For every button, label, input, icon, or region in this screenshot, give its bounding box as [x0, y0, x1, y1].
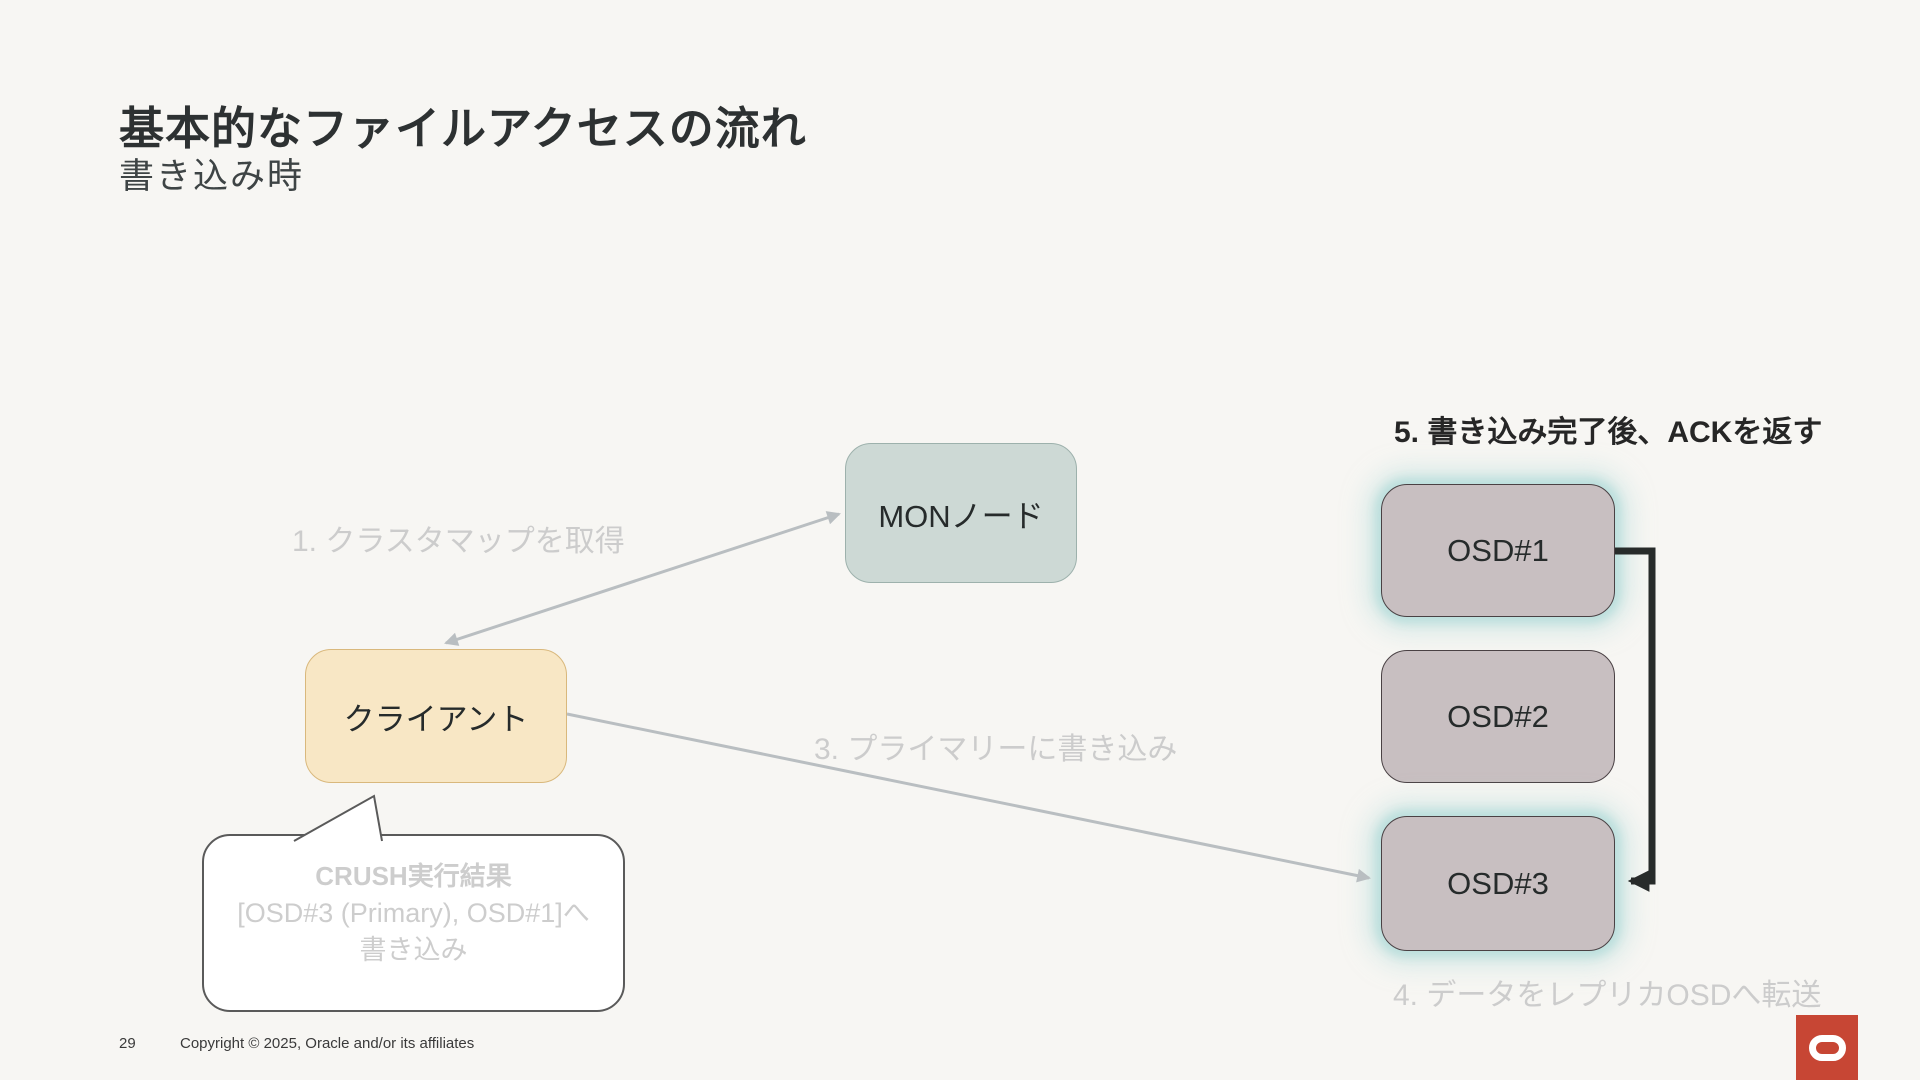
node-osd1-label: OSD#1: [1447, 532, 1549, 568]
step-label-5: 5. 書き込み完了後、ACKを返す: [1394, 416, 1823, 449]
copyright-text: Copyright © 2025, Oracle and/or its affi…: [180, 1035, 475, 1052]
node-client: クライアント: [305, 649, 567, 783]
node-osd2-label: OSD#2: [1447, 698, 1549, 734]
callout-line: 書き込み: [359, 934, 468, 965]
node-client-label: クライアント: [343, 701, 529, 737]
oracle-logo: [1796, 1015, 1858, 1080]
crush-result-callout: CRUSH実行結果 [OSD#3 (Primary), OSD#1]へ 書き込み: [202, 834, 625, 1012]
step-label-1: 1. クラスタマップを取得: [292, 525, 625, 558]
slide-title: 基本的なファイルアクセスの流れ: [119, 103, 807, 154]
step-label-4: 4. データをレプリカOSDへ転送: [1393, 979, 1822, 1012]
node-mon-label: MONノード: [878, 498, 1044, 534]
oracle-logo-mark-icon: [1808, 1034, 1846, 1061]
slide-subtitle: 書き込み時: [119, 157, 305, 196]
arrow-osd1-osd3: [1615, 547, 1656, 892]
callout-title: CRUSH実行結果: [315, 860, 512, 891]
step-label-3: 3. プライマリーに書き込み: [814, 733, 1178, 766]
node-osd1: OSD#1: [1381, 484, 1615, 617]
node-osd2: OSD#2: [1381, 650, 1615, 783]
callout-line: [OSD#3 (Primary), OSD#1]へ: [237, 897, 590, 928]
node-osd3: OSD#3: [1381, 816, 1615, 951]
node-osd3-label: OSD#3: [1447, 865, 1549, 901]
page-number: 29: [119, 1035, 136, 1052]
node-mon: MONノード: [845, 443, 1077, 583]
